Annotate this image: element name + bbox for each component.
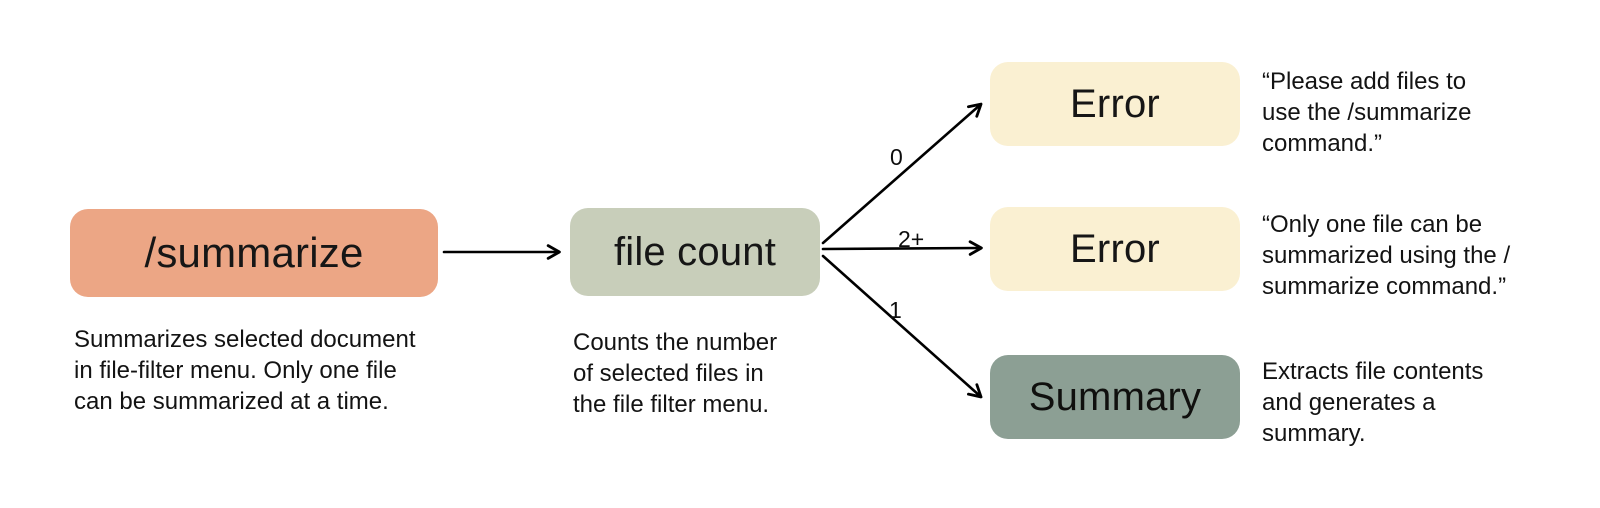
node-file-count-label: file count [613, 229, 777, 274]
node-summary-label: Summary [1028, 374, 1202, 419]
edge-label-one: 1 [889, 297, 902, 323]
node-summarize: /summarize [70, 209, 438, 297]
note-summary: Extracts file contents and generates a s… [1262, 358, 1484, 447]
node-summarize-label: /summarize [144, 229, 364, 276]
edge-label-two-plus: 2+ [898, 226, 925, 252]
node-error-zero-label: Error [1070, 81, 1160, 126]
arrow-filecount-to-summary [821, 254, 983, 399]
caption-file-count: Counts the number of selected files in t… [573, 329, 778, 418]
node-error-two-plus: Error [990, 207, 1240, 291]
node-error-zero: Error [990, 62, 1240, 146]
node-summary: Summary [990, 355, 1240, 439]
note-error-zero: “Please add files to use the /summarize … [1262, 68, 1472, 157]
node-file-count: file count [570, 208, 820, 296]
note-error-two-plus: “Only one file can be summarized using t… [1262, 211, 1511, 300]
node-error-two-plus-label: Error [1070, 226, 1160, 271]
edge-label-zero: 0 [890, 144, 903, 170]
caption-summarize: Summarizes selected document in file-fil… [74, 326, 416, 415]
arrow-filecount-to-error0 [821, 102, 983, 245]
